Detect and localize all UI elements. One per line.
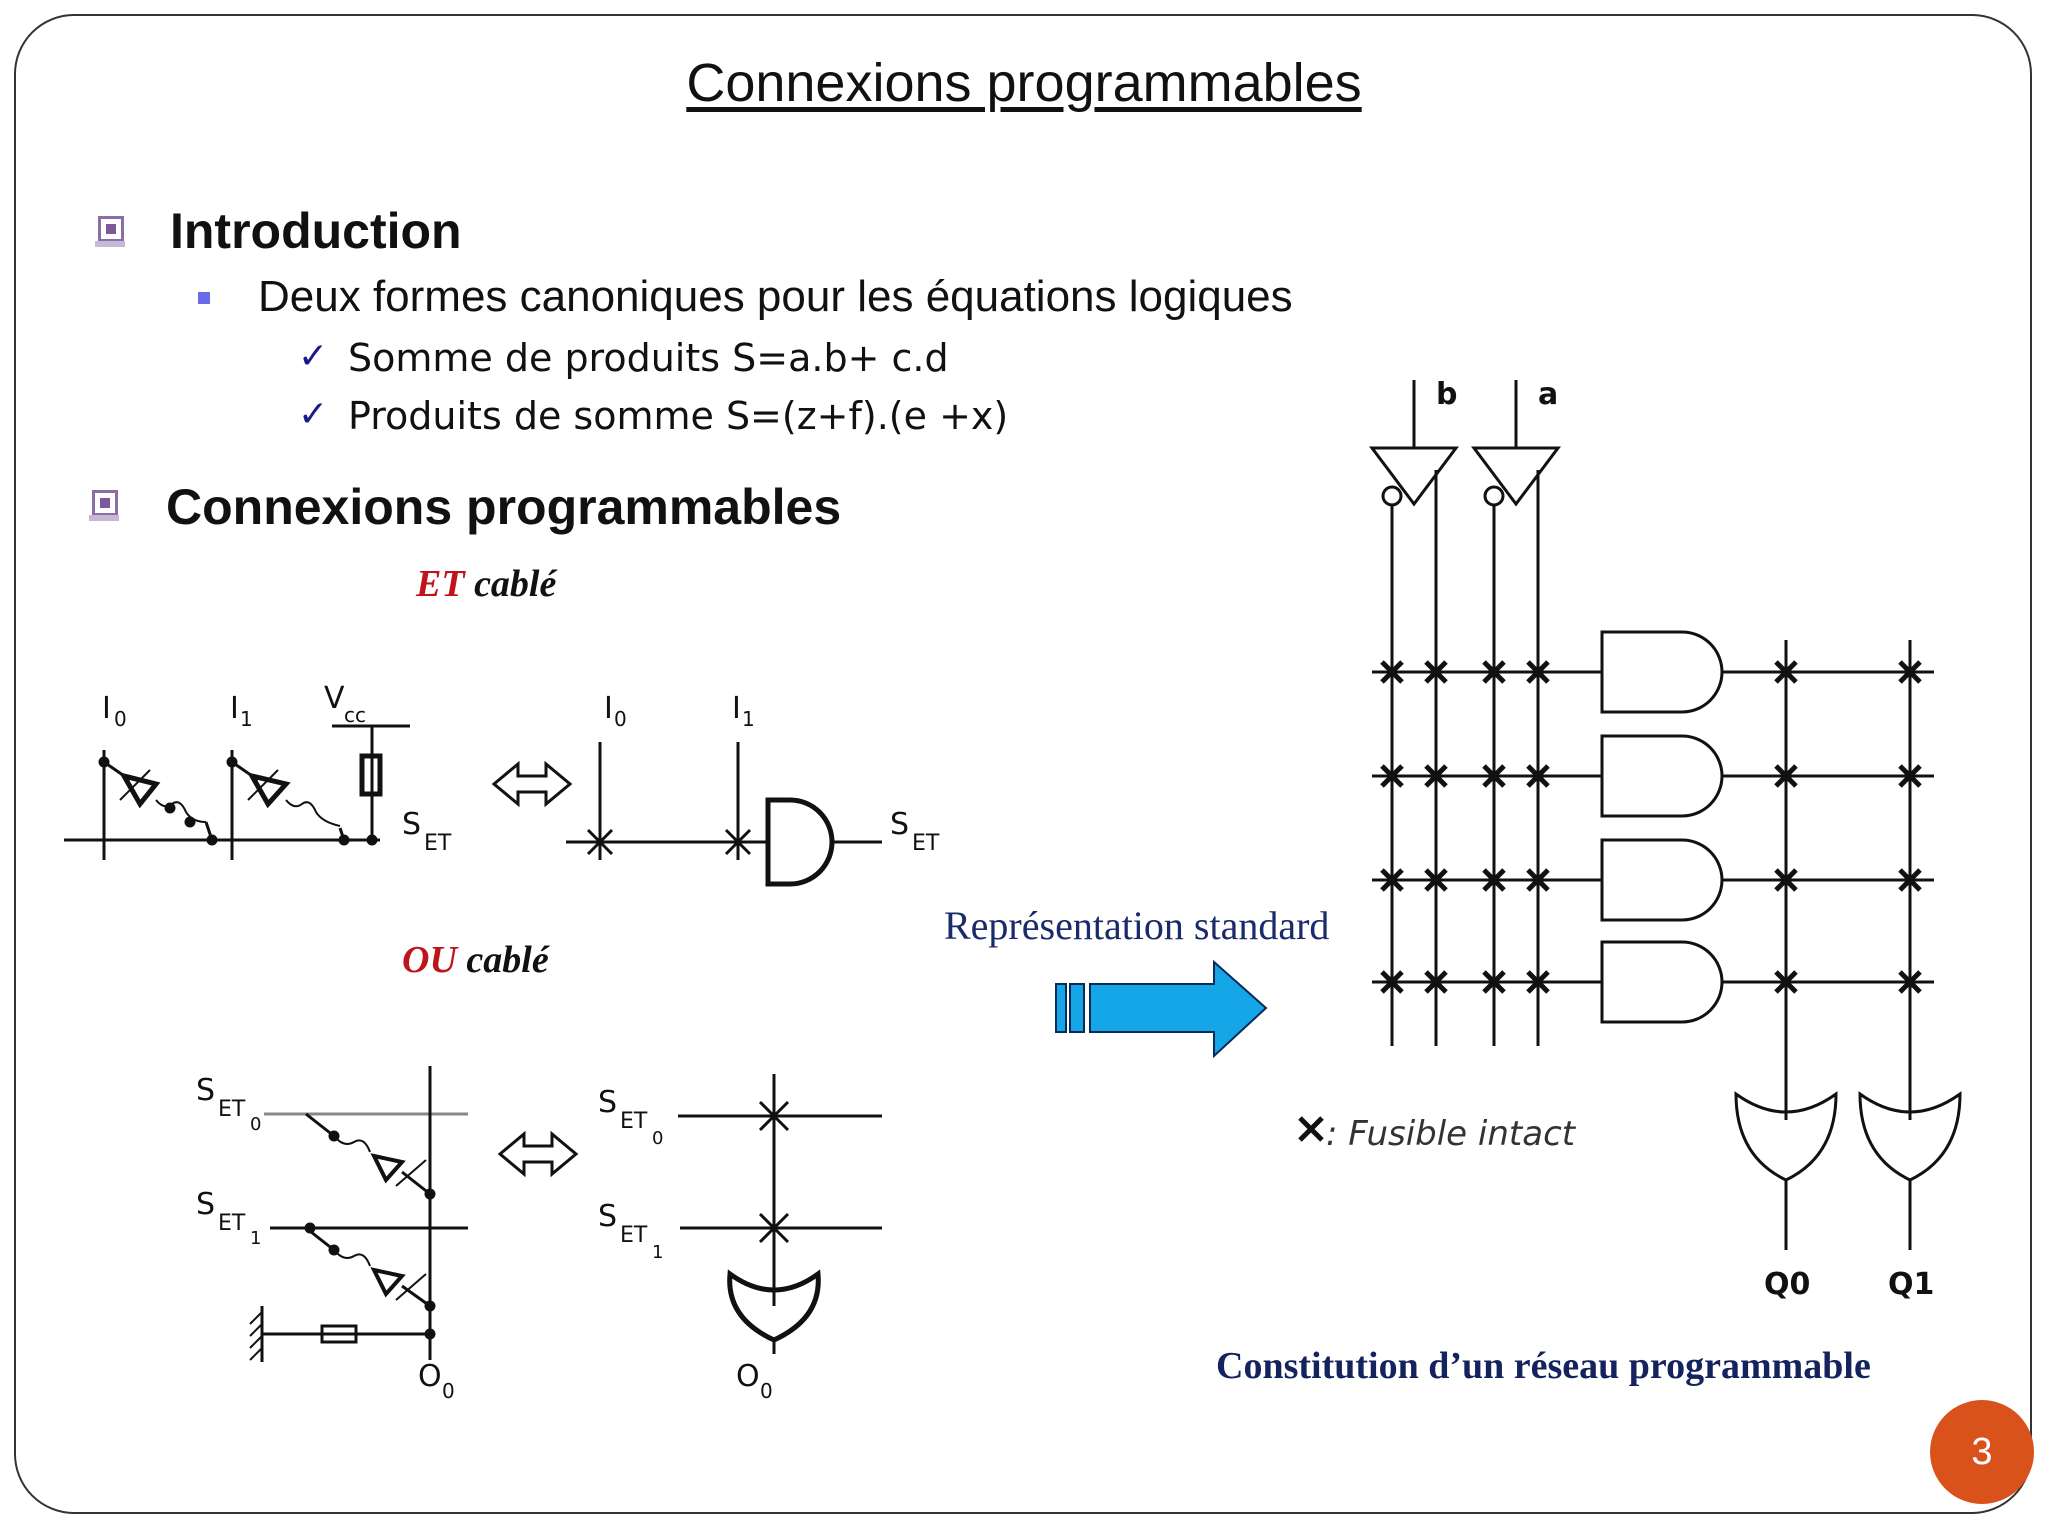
label-i0: I [102, 691, 111, 726]
output-label-q0: Q0 [1764, 1267, 1810, 1302]
label-std-set-sub: ET [912, 831, 940, 856]
heading-connexions: Connexions programmables [166, 479, 842, 535]
label-std-i1: I [732, 691, 741, 726]
label-i1: I [230, 691, 239, 726]
label-i0-sub: 0 [114, 707, 127, 731]
et-cable-prefix: ET [416, 563, 465, 605]
equivalence-arrow-icon [491, 760, 573, 808]
slide-title: Connexions programmables [686, 53, 1362, 113]
page-number-badge: 3 [1930, 1400, 2034, 1504]
label-std-set0-sub: ET [620, 1109, 648, 1134]
input-label-a: a [1538, 377, 1558, 412]
input-label-b: b [1436, 377, 1457, 412]
label-o0: O [418, 1359, 442, 1394]
output-label-q1: Q1 [1888, 1267, 1934, 1302]
programmable-network [1369, 380, 1962, 1250]
label-o0-sub: 0 [442, 1379, 455, 1403]
item-sum-of-products: Somme de produits S=a.b+ c.d [348, 336, 949, 380]
label-std-i1-sub: 1 [742, 707, 755, 731]
label-set-sub: ET [424, 831, 452, 856]
label-std-o0-sub: 0 [760, 1379, 773, 1403]
ou-cable-label: OU cablé [402, 938, 549, 982]
label-std-o0: O [736, 1359, 760, 1394]
network-caption: Constitution d’un réseau programmable [1216, 1345, 1871, 1387]
section-bullet-icon [89, 490, 119, 521]
label-set0: S [196, 1073, 215, 1108]
section-bullet-icon [95, 216, 125, 247]
label-set1-subsub: 1 [250, 1228, 261, 1249]
et-cable-diode-circuit [64, 724, 410, 860]
label-set1-sub: ET [218, 1211, 246, 1236]
et-standard-gate [566, 742, 882, 887]
et-cable-label: ET cablé [416, 562, 556, 606]
label-vcc-sub: cc [344, 703, 366, 727]
representation-standard-label: Représentation standard [944, 903, 1330, 948]
label-set: S [402, 807, 421, 842]
label-std-set1: S [598, 1199, 617, 1234]
fusible-intact-label: : Fusible intact [1326, 1114, 1576, 1154]
heading-introduction: Introduction [170, 203, 462, 259]
et-cable-suffix: cablé [464, 563, 557, 605]
ou-cable-diode-circuit [249, 1066, 468, 1362]
label-std-i0-sub: 0 [614, 707, 627, 731]
label-std-set0: S [598, 1085, 617, 1120]
label-std-set0-subsub: 0 [652, 1128, 663, 1149]
fuse-legend-icon [1298, 1116, 1324, 1142]
label-std-set1-sub: ET [620, 1223, 648, 1248]
slide-frame [14, 14, 2032, 1514]
ou-cable-suffix: cablé [456, 939, 549, 981]
item-product-of-sums: Produits de somme S=(z+f).(e +x) [348, 394, 1009, 438]
label-i1-sub: 1 [240, 707, 253, 731]
label-set0-sub: ET [218, 1097, 246, 1122]
sub-bullet-icon [198, 292, 210, 304]
label-set1: S [196, 1187, 215, 1222]
checkmark-icon: ✓ [298, 394, 329, 435]
label-std-set: S [890, 807, 909, 842]
label-std-i0: I [604, 691, 613, 726]
label-set0-subsub: 0 [250, 1114, 261, 1135]
equivalence-arrow-icon [497, 1130, 579, 1178]
ou-cable-prefix: OU [402, 939, 457, 981]
checkmark-icon: ✓ [298, 336, 329, 377]
label-std-set1-subsub: 1 [652, 1242, 663, 1263]
canonical-forms-text: Deux formes canoniques pour les équation… [258, 272, 1293, 321]
ou-standard-gate [678, 1074, 882, 1354]
representation-arrow-icon [1055, 959, 1268, 1059]
fuse-crosses [1298, 660, 1922, 1142]
label-vcc: V [324, 681, 345, 716]
